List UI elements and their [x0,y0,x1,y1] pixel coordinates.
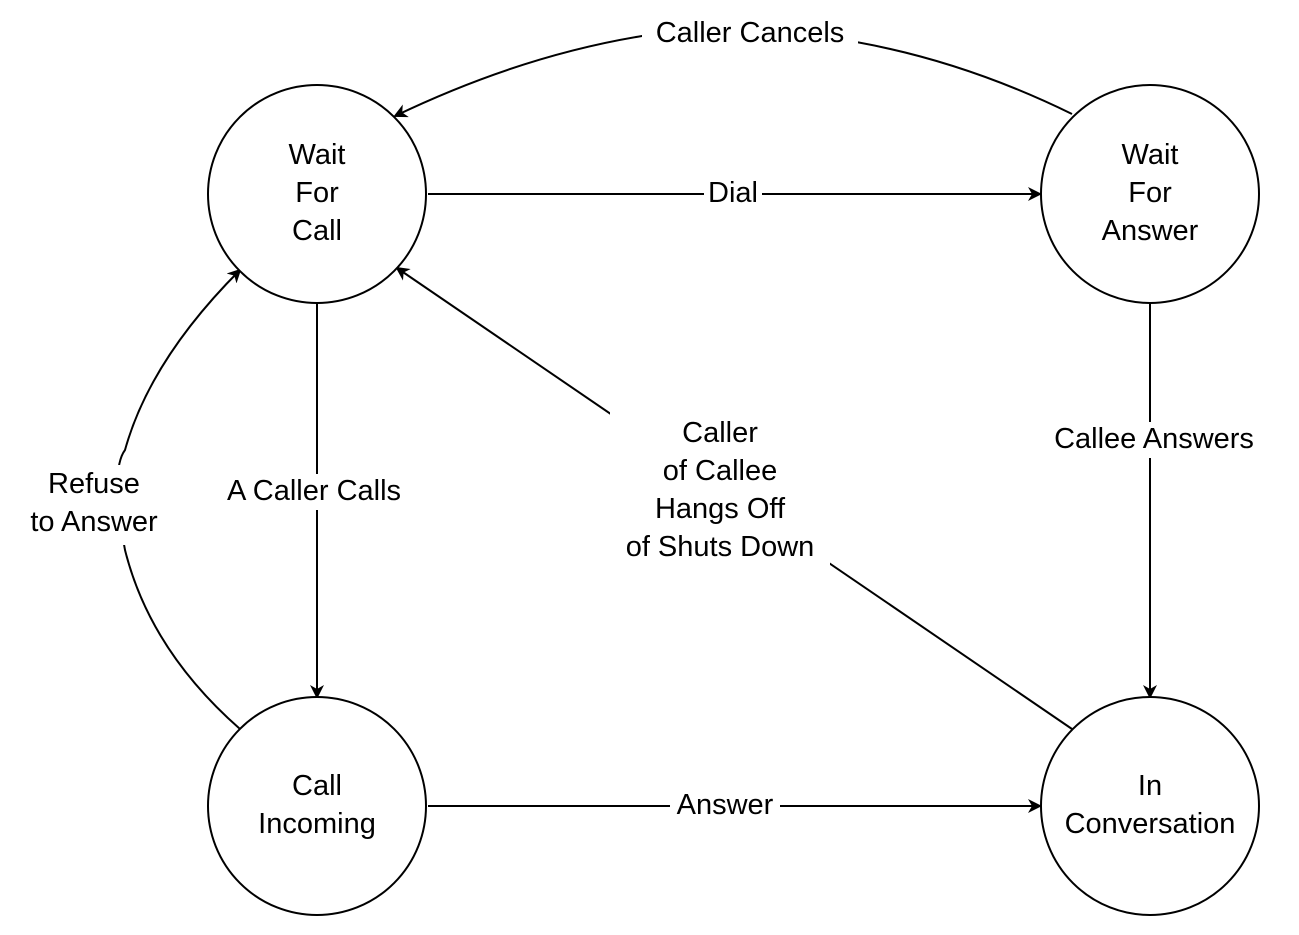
label-line: Answer [1102,215,1199,247]
label-line: Answer [677,789,774,821]
label-line: For [1128,177,1172,209]
label-line: Conversation [1065,808,1236,840]
label-dial: Dial [708,177,758,209]
label-line: A Caller Calls [227,475,401,507]
label-line: Callee Answers [1054,423,1254,455]
label-refuse-to-answer: Refuse to Answer [30,468,158,538]
label-line: Call [292,770,342,802]
label-line: Wait [289,139,346,171]
label-line: to Answer [30,506,158,538]
label-line: For [295,177,339,209]
label-line: Caller [682,417,758,449]
label-line: Wait [1122,139,1179,171]
label-line: In [1138,770,1162,802]
label-caller-cancels: Caller Cancels [656,17,845,49]
label-line: Call [292,215,342,247]
label-callee-answers: Callee Answers [1054,423,1254,455]
label-a-caller-calls: A Caller Calls [227,475,401,507]
label-answer: Answer [677,789,774,821]
label-line: Refuse [48,468,140,500]
label-line: of Callee [663,455,777,487]
label-line: Hangs Off [655,493,786,525]
label-line: of Shuts Down [626,531,815,563]
label-line: Incoming [258,808,376,840]
label-line: Caller Cancels [656,17,845,49]
label-line: Dial [708,177,758,209]
